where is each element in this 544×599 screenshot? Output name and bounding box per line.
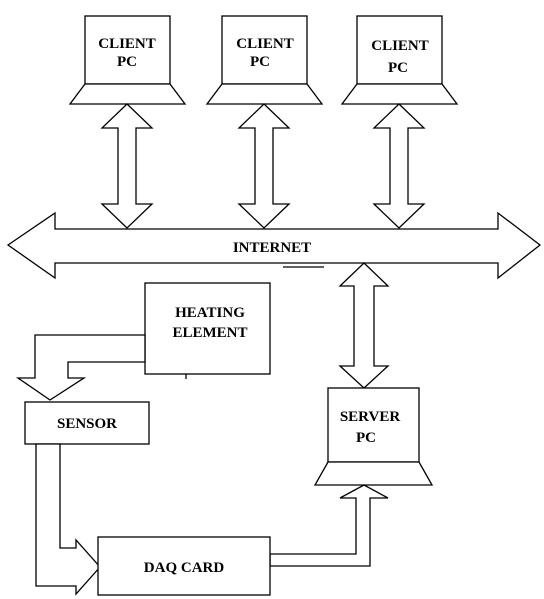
heating-element-label-line2: ELEMENT <box>172 325 247 341</box>
heating-sensor-arrow <box>15 334 146 401</box>
server-pc-base <box>313 461 434 486</box>
client-pc-3-label-line1: CLIENT <box>371 38 429 54</box>
internet-server-arrow <box>338 262 390 389</box>
client-pc-2-label-line1: CLIENT <box>236 36 294 52</box>
client-1-internet-arrow <box>100 103 154 229</box>
client-pc-3-screen <box>356 15 443 85</box>
heating-element-block: HEATING ELEMENT <box>144 282 271 379</box>
internet-bus-arrow <box>6 211 542 280</box>
client-pc-1-label-line1: CLIENT <box>98 36 156 52</box>
client-pc-2-label-line2: PC <box>250 54 270 70</box>
server-pc-label-line1: SERVER <box>340 409 400 425</box>
daq-card-label: DAQ CARD <box>144 560 225 576</box>
client-pc-1-label-line2: PC <box>117 54 137 70</box>
client-pc-1: CLIENT PC <box>68 15 187 105</box>
daq-server-arrow <box>269 484 389 567</box>
client-3-internet-arrow <box>372 103 426 229</box>
client-pc-1-base <box>68 83 187 105</box>
heating-element-box <box>144 282 271 375</box>
client-pc-3-label-line2: PC <box>388 60 408 76</box>
sensor-label: SENSOR <box>57 416 117 432</box>
client-2-internet-arrow <box>237 103 291 229</box>
server-pc-screen <box>327 387 420 463</box>
client-pc-3-base <box>340 83 459 105</box>
daq-card-block: DAQ CARD <box>97 536 271 596</box>
server-pc-label-line2: PC <box>356 430 376 446</box>
heating-element-label-line1: HEATING <box>175 305 245 321</box>
daq-card-box <box>97 536 271 596</box>
client-pc-2-base <box>205 83 324 105</box>
sensor-daq-arrow <box>35 443 101 596</box>
server-pc: SERVER PC <box>313 387 434 486</box>
client-pc-3: CLIENT PC <box>340 15 459 105</box>
internet-label: INTERNET <box>233 240 311 256</box>
client-pc-2-screen <box>221 15 308 85</box>
client-pc-2: CLIENT PC <box>205 15 324 105</box>
sensor-box <box>24 401 150 445</box>
sensor-block: SENSOR <box>24 401 150 445</box>
client-pc-1-screen <box>84 15 171 85</box>
